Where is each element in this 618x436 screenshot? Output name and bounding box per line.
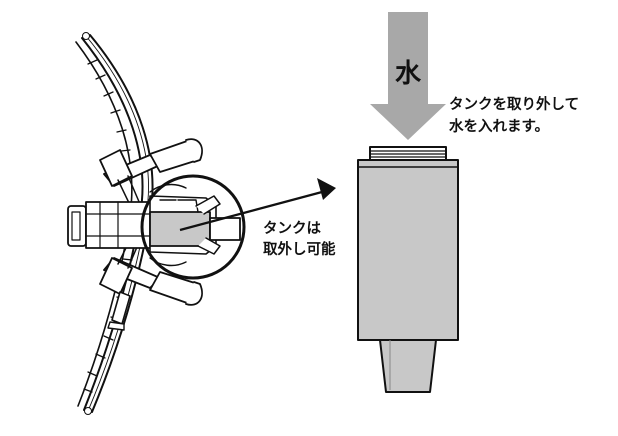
lower-arm	[99, 239, 203, 331]
detach-note-line2: 取外し可能	[263, 240, 336, 258]
down-arrow-icon	[370, 12, 446, 140]
device-illustration	[67, 32, 246, 415]
tank-detached	[357, 146, 459, 393]
detail-circle	[140, 174, 246, 280]
detach-note-line1: タンクは	[263, 220, 321, 237]
refill-instruction-line1: タンクを取り外して	[449, 95, 579, 113]
right-arrow-icon	[179, 178, 336, 232]
upper-arm	[99, 138, 203, 206]
refill-instruction-line2: 水を入れます。	[449, 117, 549, 135]
water-label: 水	[395, 59, 422, 89]
tank-mounted	[149, 183, 241, 267]
